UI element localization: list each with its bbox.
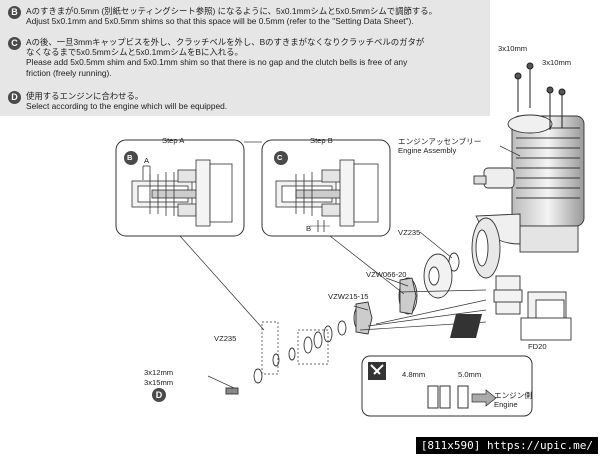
- leader-lines: [179, 145, 521, 389]
- part-vzw066-20: VZW066-20: [366, 270, 407, 279]
- engine-screws: [514, 62, 566, 130]
- engine-mounts: [493, 275, 572, 341]
- instruction-notes: B Aのすきまが0.5mm (別紙セッティングシート参照) になるように、5x0…: [0, 0, 490, 116]
- screw-label-15: 3x15mm: [144, 378, 174, 387]
- part-vz235-left: VZ235: [214, 334, 237, 343]
- watermark: [811x590] https://upic.me/: [415, 437, 598, 454]
- step-b-badge-letter: C: [277, 153, 283, 162]
- step-c-badge: C: [8, 37, 21, 50]
- step-c-line-4: friction (freely running).: [26, 67, 112, 78]
- flywheel: [423, 217, 501, 299]
- part-vzw215-15: VZW215-15: [328, 292, 369, 301]
- step-c-line-2: なくなるまで5x0.5mmシムと5x0.1mmシムをBに入れる。: [26, 47, 243, 58]
- clutch-section-b: [275, 159, 379, 227]
- step-b-detail: [261, 139, 391, 237]
- step-c-badge-icon: [274, 151, 288, 165]
- step-c-line-1: Aの後、一旦3mmキャップビスを外し、クラッチベルを外し、Bのすきまがなくなりク…: [26, 37, 425, 47]
- screw-label-12: 3x12mm: [144, 368, 174, 377]
- step-d-badge-diagram: D: [152, 388, 166, 402]
- step-d-line-1: 使用するエンジンに合わせる。: [26, 91, 144, 101]
- step-b-title: Step B: [310, 136, 333, 145]
- gap-a-label: A: [144, 156, 150, 165]
- engine-label-en: Engine Assembly: [398, 146, 457, 155]
- step-a-badge-letter: B: [127, 153, 133, 162]
- step-b-badge: B: [8, 6, 21, 19]
- step-a-title: Step A: [162, 136, 185, 145]
- shim-detail: [361, 355, 533, 417]
- engine-label-jp: エンジンアッセンブリー: [398, 137, 482, 146]
- gap-b-label: B: [306, 224, 312, 233]
- screw-label-b: 3x10mm: [542, 58, 572, 67]
- screw-label-a: 3x10mm: [498, 44, 528, 53]
- engine-side-jp: エンジン側: [494, 391, 532, 400]
- engine-side-en: Engine: [494, 400, 518, 409]
- shim-label-4-8: 4.8mm: [402, 370, 426, 379]
- part-fd20: FD20: [528, 342, 547, 351]
- step-b-line-2: Adjust 5x0.1mm and 5x0.5mm shims so that…: [26, 16, 414, 27]
- step-d-badge: D: [8, 91, 21, 104]
- shim-label-5-0: 5.0mm: [458, 370, 482, 379]
- step-a-badge-icon: [124, 151, 138, 165]
- arrow-right-icon: [471, 389, 497, 407]
- clutch-bell: [353, 277, 418, 335]
- part-vz235-top: VZ235: [398, 228, 421, 237]
- step-d-line-2: Select according to the engine which wil…: [26, 101, 228, 112]
- step-b-line-1: Aのすきまが0.5mm (別紙セッティングシート参照) になるように、5x0.1…: [26, 6, 438, 16]
- callout-arrow-icon: [450, 314, 482, 338]
- step-c-line-3: Please add 5x0.5mm shim and 5x0.1mm shim…: [26, 57, 408, 68]
- clutch-section-a: [131, 159, 233, 227]
- step-a-detail: [115, 139, 262, 237]
